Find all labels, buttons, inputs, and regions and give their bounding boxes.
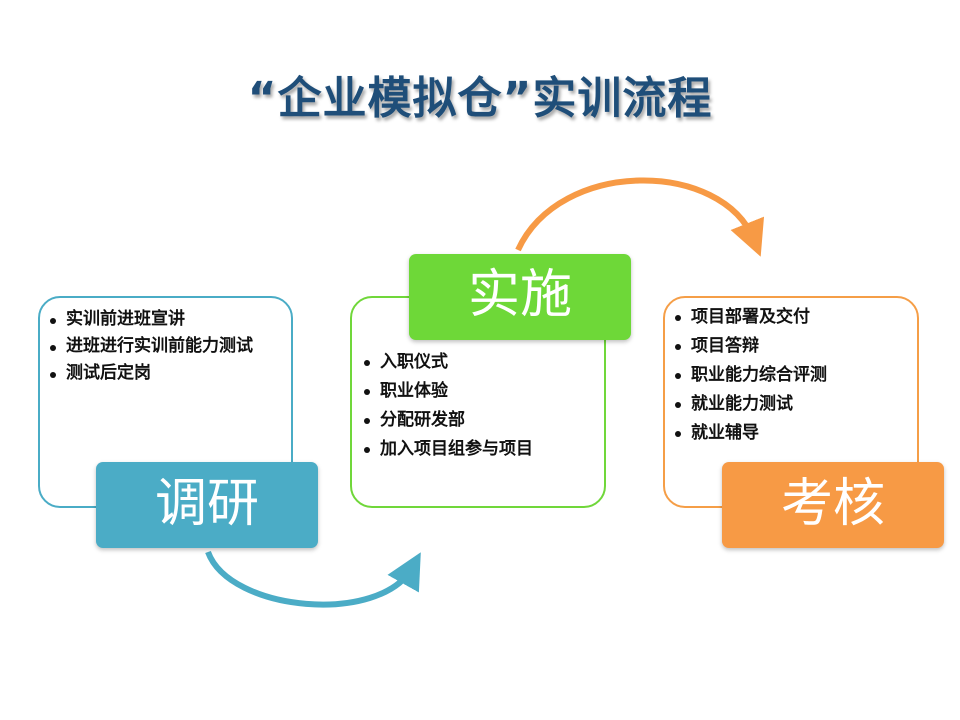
- arrow-research-to-implement: [205, 550, 421, 608]
- list-item: 入职仪式: [362, 348, 594, 377]
- research-list: 实训前进班宣讲 进班进行实训前能力测试 测试后定岗: [48, 306, 281, 387]
- list-item: 职业能力综合评测: [673, 361, 907, 390]
- research-box: 实训前进班宣讲 进班进行实训前能力测试 测试后定岗: [38, 296, 293, 508]
- list-item: 实训前进班宣讲: [48, 306, 281, 333]
- list-item: 项目答辩: [673, 332, 907, 361]
- implement-list: 入职仪式 职业体验 分配研发部 加入项目组参与项目: [362, 348, 594, 464]
- assess-list: 项目部署及交付 项目答辩 职业能力综合评测 就业能力测试 就业辅导: [673, 303, 907, 448]
- research-label: 调研: [96, 462, 318, 548]
- list-item: 进班进行实训前能力测试: [48, 333, 281, 360]
- list-item: 就业能力测试: [673, 390, 907, 419]
- list-item: 项目部署及交付: [673, 303, 907, 332]
- list-item: 加入项目组参与项目: [362, 435, 594, 464]
- list-item: 就业辅导: [673, 419, 907, 448]
- list-item: 分配研发部: [362, 406, 594, 435]
- implement-label: 实施: [409, 254, 631, 340]
- arrow-implement-to-assess: [515, 177, 764, 257]
- list-item: 测试后定岗: [48, 360, 281, 387]
- assess-label: 考核: [722, 462, 944, 548]
- page-title: “企业模拟仓”实训流程: [247, 73, 713, 124]
- list-item: 职业体验: [362, 377, 594, 406]
